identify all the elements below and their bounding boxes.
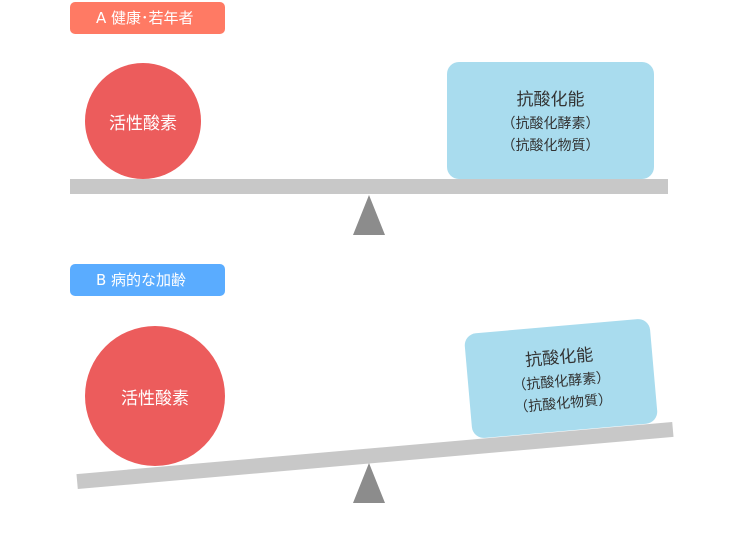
box-line1: （抗酸化酵素）: [501, 115, 600, 132]
box-title: 抗酸化能: [516, 89, 585, 110]
scene-a-label: A 健康･若年者: [70, 2, 225, 34]
scene-b-ros-circle: 活性酸素: [85, 326, 225, 466]
scene-a-ros-circle: 活性酸素: [85, 63, 201, 179]
scene-a-fulcrum: [353, 195, 385, 235]
scene-b-fulcrum: [353, 463, 385, 503]
scene-b-antioxidant-box: 抗酸化能 （抗酸化酵素） （抗酸化物質）: [463, 318, 659, 439]
scene-a-antioxidant-box: 抗酸化能 （抗酸化酵素） （抗酸化物質）: [447, 62, 654, 179]
scene-a-beam: [70, 179, 668, 194]
box-line2: （抗酸化物質）: [501, 137, 600, 154]
box-title: 抗酸化能: [524, 344, 594, 371]
scene-b-label: B 病的な加齢: [70, 264, 225, 296]
